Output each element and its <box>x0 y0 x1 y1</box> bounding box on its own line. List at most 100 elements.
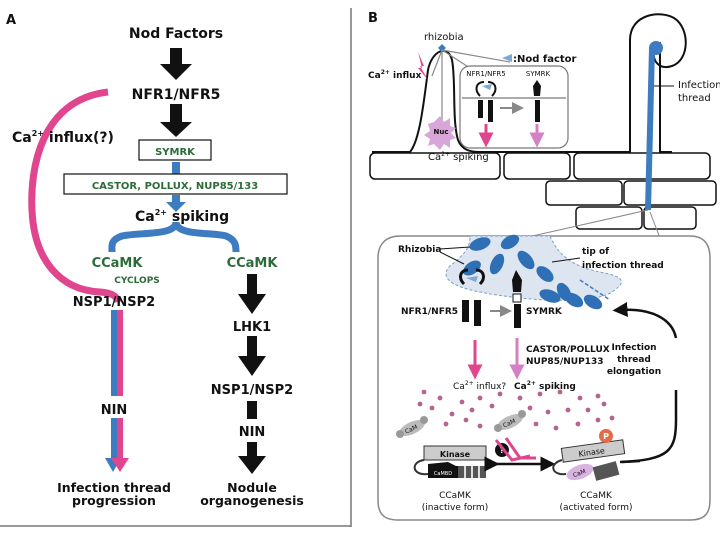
calcium-ion-dot <box>469 407 475 413</box>
tip-pointer <box>551 257 581 263</box>
calcium-ion-dot <box>463 417 469 423</box>
rhizobium-in-curl <box>649 41 663 55</box>
calcium-signal-arrows <box>494 437 536 462</box>
nup-label: NUP85/NUP133 <box>526 357 603 367</box>
ccamk-active: Kinase P CaM <box>552 429 626 481</box>
nuc-label: Nuc <box>434 128 449 136</box>
calcium-ion-dot <box>477 423 483 429</box>
tip-label-2: infection thread <box>582 261 664 271</box>
calcium-ion-dot <box>575 421 581 427</box>
cambd-label: CaMBD <box>434 471 452 477</box>
cell-layer-1 <box>369 152 711 180</box>
calcium-ion-dot <box>417 401 423 407</box>
cell-layer-2 <box>545 180 717 206</box>
nfr-receptor <box>459 268 485 326</box>
infection-thread <box>645 47 655 211</box>
arrow-ccamk-to-lhk1 <box>238 274 266 314</box>
rhizobium <box>564 292 584 308</box>
rhizobia-zoom-label: Rhizobia <box>398 245 441 255</box>
rhizobia-pointer-2 <box>439 251 465 265</box>
calcium-ion-dot <box>429 405 435 411</box>
calcium-ion-dot <box>595 393 601 399</box>
ccamk-left-label: CCaMK <box>92 256 144 271</box>
ca-spiking-label: Ca2+ spiking <box>135 208 229 225</box>
calcium-ion-dot <box>497 391 503 397</box>
lhk1-label: LHK1 <box>233 320 271 335</box>
inset-nfr-receptor <box>475 81 497 122</box>
calcium-ion-dot <box>489 403 495 409</box>
arrow-nin-to-nodule <box>238 442 266 474</box>
panel-a: A Nod Factors NFR1/NFR5 SYMRK CASTOR, PO… <box>0 8 352 527</box>
nsp-right-label: NSP1/NSP2 <box>211 383 293 398</box>
panel-a-label: A <box>6 13 16 28</box>
nucleus-icon <box>424 116 456 150</box>
rhizobium <box>583 294 603 310</box>
calcium-ion-dot <box>545 409 551 415</box>
calcium-ion-dot <box>577 395 583 401</box>
calcium-ion-dot <box>595 417 601 423</box>
calcium-ion-dot <box>449 411 455 417</box>
symrk-receptor <box>512 270 522 328</box>
rhizobia-pointer-1 <box>439 246 471 250</box>
outcome-left-line1: Infection thread <box>57 480 171 495</box>
root-hair-outline <box>372 13 687 153</box>
calcium-ion-dot <box>609 415 615 421</box>
panel-b-label: B <box>368 11 378 26</box>
castor-pollux-label: CASTOR/POLLUX <box>526 345 610 355</box>
calcium-ion-dot <box>527 405 533 411</box>
cam-label: CaM <box>502 418 517 430</box>
calcium-ion-dot <box>437 395 443 401</box>
infection-thread-label-1: Infection <box>678 80 720 91</box>
signal-line-to-inset <box>441 49 511 63</box>
ca-spiking-zoom-label: Ca2+ spiking <box>514 380 576 392</box>
blue-branch-right <box>172 220 240 253</box>
panel-b: B Infection thread rhizobia <box>368 11 720 521</box>
zoom-line-right <box>649 211 661 239</box>
unknown-factor-label: ? <box>500 446 505 455</box>
rhizobium <box>517 250 535 270</box>
symrk-label: SYMRK <box>155 147 196 158</box>
pink-ca-influx-arc <box>28 88 122 303</box>
ccamk-active-label-1: CCaMK <box>580 491 613 501</box>
nin-right-label: NIN <box>239 425 266 440</box>
phosphate-label: P <box>603 432 609 441</box>
cam-bound: CaM <box>494 410 526 432</box>
outcome-right-line2: organogenesis <box>200 493 304 508</box>
calcium-ion-dot <box>601 401 607 407</box>
elongation-label-1: Infection <box>611 343 656 353</box>
outcome-left-line2: progression <box>72 493 156 508</box>
ccamk-right-label: CCaMK <box>227 256 279 271</box>
rhizobia-cluster <box>463 234 603 310</box>
nsp-left-label: NSP1/NSP2 <box>73 295 155 310</box>
cell-layer-3 <box>575 206 697 230</box>
arrow-lhk1-to-nsp <box>238 336 266 376</box>
ccamk-inactive-label-2: (inactive form) <box>422 503 488 513</box>
infection-thread-label-2: thread <box>678 93 711 104</box>
calcium-ion-dot <box>421 389 427 395</box>
nod-factor-legend-icon <box>502 54 512 62</box>
inset-symrk-label: SYMRK <box>526 70 551 78</box>
kinase-label: Kinase <box>440 450 471 459</box>
rhizobia-top-label: rhizobia <box>424 32 464 43</box>
rhizobium <box>463 260 481 276</box>
calcium-ions <box>417 389 615 431</box>
cam-label: CaM <box>404 424 419 436</box>
ca-spiking-top-label: Ca2+ spiking <box>428 151 489 163</box>
ca-influx-bolt-icon <box>418 52 428 80</box>
nod-factor-legend-label: :Nod factor <box>513 54 577 65</box>
calcium-ion-dot <box>443 421 449 427</box>
inset-nfr-label: NFR1/NFR5 <box>466 70 506 78</box>
cam-free: CaM <box>396 416 428 438</box>
blue-arrow-to-spiking <box>166 195 186 212</box>
castor-label: CASTOR, POLLUX, NUP85/133 <box>92 181 258 192</box>
left-pathway-arrow <box>105 310 129 472</box>
nfr1-nfr5-label: NFR1/NFR5 <box>132 87 221 103</box>
rhizobium <box>489 253 505 275</box>
cyclops-label: CYCLOPS <box>114 276 160 286</box>
calcium-ion-dot <box>477 395 483 401</box>
nod-factors-label: Nod Factors <box>129 26 223 42</box>
ca-influx-top-label: Ca2+ influx <box>368 69 422 81</box>
arrow-nfr-to-symrk <box>160 104 192 137</box>
connector-nsp-to-nin <box>247 401 257 419</box>
symrk-box <box>138 139 212 161</box>
